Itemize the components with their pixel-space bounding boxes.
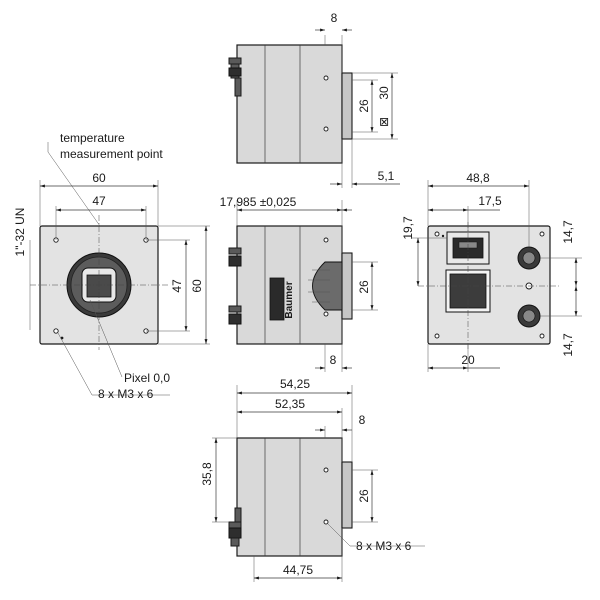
side-mount-hole [323, 311, 329, 317]
dim-bottom-52-35: 52,35 [275, 397, 305, 411]
dim-bottom-44-75: 44,75 [283, 563, 313, 577]
dim-back-20: 20 [461, 353, 475, 367]
front-mount-hole [53, 328, 59, 334]
dim-top-5-1: 5,1 [378, 169, 395, 183]
dim-front-47-h: 47 [92, 194, 106, 208]
side-view-flange [341, 252, 353, 320]
dim-back-14-7-top: 14,7 [561, 220, 575, 244]
top-view-flange [341, 72, 353, 140]
top-view-mount-hole [323, 126, 329, 132]
dim-side-8: 8 [330, 353, 337, 367]
side-mount-hole [323, 237, 329, 243]
bottom-mount-hole [323, 467, 329, 473]
dim-front-47-v: 47 [170, 279, 184, 293]
bottom-view-housing [236, 437, 343, 557]
dim-bottom-8: 8 [359, 413, 366, 427]
bottom-view: 54,25 52,35 8 35,8 26 8 x M3 x 6 44,75 [200, 377, 425, 582]
dim-bottom-54-25: 54,25 [280, 377, 310, 391]
mount-holes-bottom-label: 8 x M3 x 6 [356, 539, 412, 553]
bottom-view-connector [228, 507, 242, 547]
dim-side-26: 26 [357, 280, 371, 294]
back-mount-hole [539, 231, 545, 237]
front-view: temperature measurement point 60 47 1"-3… [13, 131, 210, 401]
top-view: 8 26 30 ⊠ 5,1 [228, 11, 400, 188]
dim-top-8: 8 [331, 11, 338, 25]
top-view-connector [228, 57, 242, 97]
top-view-mount-hole [323, 75, 329, 81]
temp-point-line1: temperature [60, 131, 125, 145]
brand-label: Baumer [284, 281, 295, 318]
bottom-view-flange [341, 461, 353, 529]
bottom-mount-hole [323, 519, 329, 525]
dim-side-17-985: 17,985 ±0,025 [220, 195, 297, 209]
side-view-connector [228, 247, 242, 325]
brand-plate [269, 277, 285, 321]
dim-back-14-7-bottom: 14,7 [561, 333, 575, 357]
dim-front-60-height: 60 [190, 279, 204, 293]
dim-bottom-26: 26 [357, 489, 371, 503]
pixel-origin-label: Pixel 0,0 [124, 371, 170, 385]
dim-back-19-7: 19,7 [401, 216, 415, 240]
mount-holes-front-label: 8 x M3 x 6 [98, 387, 154, 401]
temp-point-line2: measurement point [60, 147, 163, 161]
dim-top-30: 30 [377, 86, 391, 100]
back-mount-hole [434, 231, 440, 237]
dim-front-60-width: 60 [92, 171, 106, 185]
top-view-housing [236, 44, 343, 164]
dim-back-17-5: 17,5 [478, 194, 502, 208]
dim-top-26: 26 [357, 99, 371, 113]
thread-label: 1"-32 UN [13, 208, 27, 257]
back-view: 48,8 17,5 19,7 14,7 14,7 20 [401, 171, 582, 372]
dim-back-48-8: 48,8 [466, 171, 490, 185]
square-symbol: ⊠ [377, 117, 391, 127]
back-mount-hole [434, 333, 440, 339]
back-mount-hole [539, 333, 545, 339]
side-lens-mount [312, 261, 343, 311]
side-view: Baumer 17,985 ±0,025 26 8 [220, 195, 378, 372]
dim-bottom-35-8: 35,8 [200, 462, 214, 486]
